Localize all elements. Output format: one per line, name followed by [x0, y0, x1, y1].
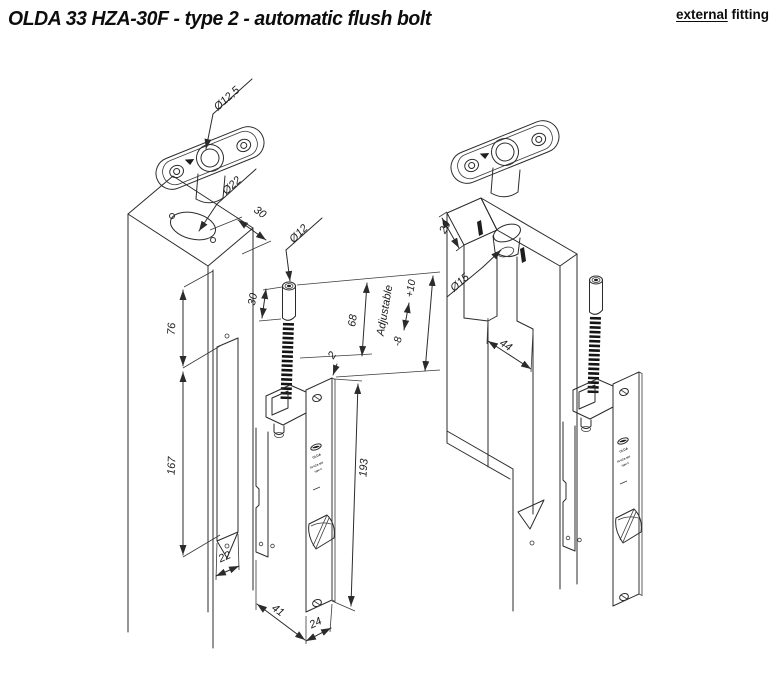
dim-faceplate-width: 24 [307, 615, 324, 632]
dim-mortise-top-offset: 76 [166, 322, 179, 336]
dim-bore-dia: Ø15 [448, 271, 473, 295]
door-section-right [446, 197, 578, 612]
dim-top-hole-offset-group: 30 [209, 204, 272, 255]
right-view: 20 Ø15 44 [437, 115, 642, 612]
dim-bore-depth: 20 [437, 219, 454, 237]
dim-pin-dia: Ø12 [287, 222, 311, 246]
external-fitting-link[interactable]: external fitting [676, 7, 769, 22]
dim-mortise-length: 167 [166, 455, 179, 475]
dim-bore-depth-group: 20 [437, 211, 465, 252]
dim-pocket-depth: 44 [497, 337, 514, 354]
strike-plate-right [445, 115, 565, 198]
leader-bore-dia: Ø15 [446, 249, 502, 298]
external-fitting-link-underlined[interactable]: external [676, 7, 728, 22]
dim-bolt-throw-group: 68 [346, 282, 370, 357]
dim-strike-plate-hole-dia: Ø12,5 [211, 84, 243, 114]
dim-bolt-throw: 68 [346, 313, 360, 328]
leader-pin-dia: Ø12 [285, 217, 323, 282]
dim-pin-length: 30 [246, 291, 260, 306]
dim-mortise-group: 76 167 22 [166, 270, 240, 581]
strike-plate-left [150, 121, 270, 204]
door-stile-left [127, 175, 254, 649]
label-adjustable: Adjustable [375, 284, 396, 338]
dim-top-hole-offset: 30 [251, 204, 269, 221]
dim-faceplate-length-group: 193 [331, 378, 371, 612]
dim-faceplate-thickness-group: 2 [325, 350, 340, 376]
dim-body-group: 41 24 [255, 560, 333, 644]
left-view: Ø12,5 [127, 78, 441, 649]
leader-strike-hole: Ø12,5 [204, 78, 253, 150]
dim-adjust-max: +10 [404, 279, 419, 299]
flush-bolt-right [563, 276, 642, 606]
external-fitting-link-rest[interactable]: fitting [727, 7, 770, 22]
dim-mortise-width: 22 [216, 549, 233, 565]
dim-body-depth: 41 [269, 602, 286, 619]
flush-bolt-left [256, 282, 335, 612]
page-title: OLDA 33 HZA-30F - type 2 - automatic flu… [8, 8, 431, 30]
leader-top-hole: Ø22 [198, 168, 257, 232]
dim-adjust-min: -8 [391, 336, 404, 347]
adjustable-range-group: Adjustable +10 -8 [375, 275, 436, 372]
dim-pocket-depth-group: 44 [486, 317, 534, 373]
dim-pin-length-group: 30 [246, 286, 283, 322]
dim-faceplate-thickness: 2 [325, 350, 339, 362]
dim-faceplate-length: 193 [357, 457, 370, 477]
